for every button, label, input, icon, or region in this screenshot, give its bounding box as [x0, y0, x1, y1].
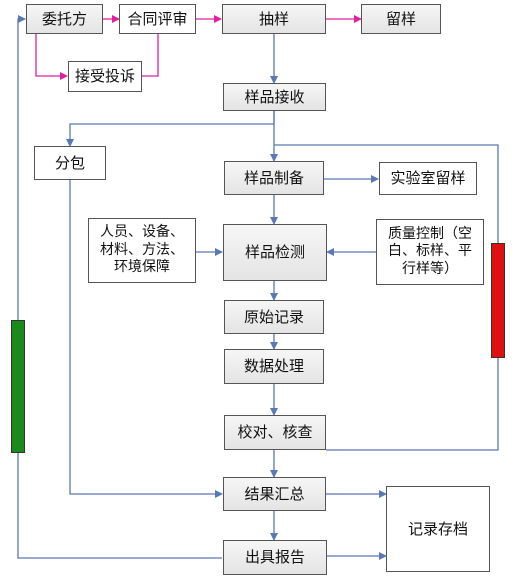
node-accept-complaint: 接受投诉 — [68, 61, 142, 92]
node-client: 委托方 — [26, 4, 103, 34]
red-side-bar — [491, 243, 505, 358]
node-subcontract: 分包 — [34, 146, 106, 180]
node-sampling: 抽样 — [222, 4, 326, 34]
node-verify-check: 校对、核查 — [224, 415, 326, 450]
node-retain-sample: 留样 — [361, 4, 441, 34]
node-sample-receipt: 样品接收 — [223, 83, 326, 111]
node-issue-report: 出具报告 — [223, 540, 327, 575]
node-quality-control: 质量控制（空 白、标样、平 行样等） — [376, 219, 484, 285]
arrow-subcontract-to-summary — [69, 180, 223, 498]
green-side-bar — [11, 320, 25, 453]
node-contract-review: 合同评审 — [119, 4, 196, 34]
node-data-processing: 数据处理 — [224, 349, 324, 384]
node-lab-retain: 实验室留样 — [379, 162, 477, 195]
node-raw-record: 原始记录 — [224, 300, 324, 334]
node-record-archive: 记录存档 — [386, 486, 490, 572]
arrow-client-to-complaint — [35, 34, 68, 80]
node-resources: 人员、设备、 材料、方法、 环境保障 — [88, 218, 196, 283]
node-sample-prep: 样品制备 — [224, 161, 324, 195]
loop-report-back-to-client — [17, 15, 222, 559]
line-contract-to-complaint — [142, 34, 159, 77]
node-sample-testing: 样品检测 — [223, 224, 327, 281]
arrow-receipt-to-subcontract — [66, 111, 275, 147]
node-result-summary: 结果汇总 — [223, 477, 326, 511]
